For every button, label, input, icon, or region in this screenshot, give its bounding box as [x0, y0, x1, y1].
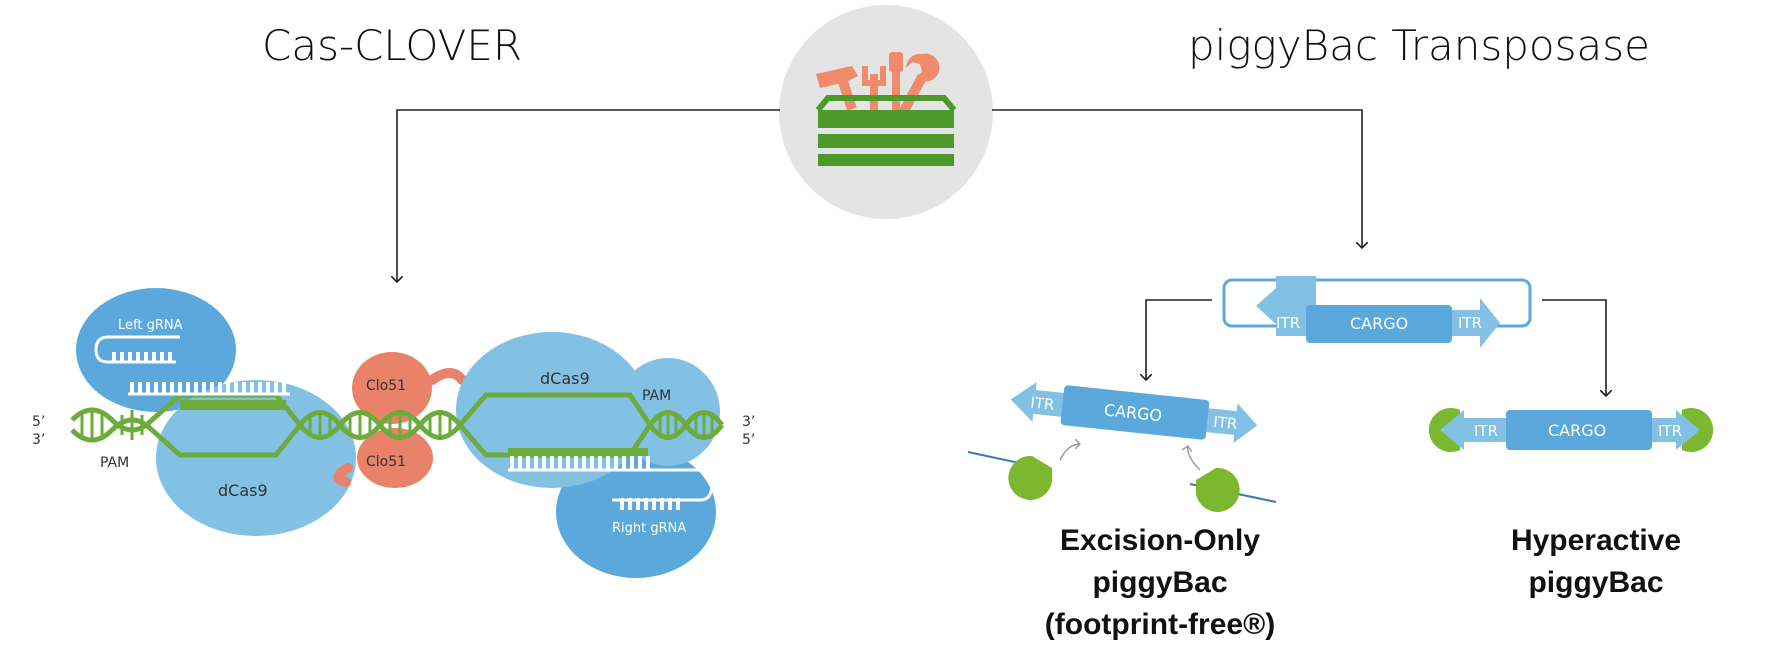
- arrow-to-piggybac: [992, 109, 1362, 248]
- dcas9-left-label: dCas9: [218, 481, 268, 500]
- top-cargo-label: CARGO: [1350, 314, 1408, 333]
- top-cargo-box: [1306, 305, 1452, 343]
- dcas9-right-label: dCas9: [540, 369, 590, 388]
- strand-left-5-label: 5’: [32, 414, 45, 430]
- excision-label-line-2: piggyBac: [1092, 566, 1227, 599]
- clo51-bottom-blob: [357, 428, 433, 488]
- hammer-icon: [816, 66, 858, 111]
- top-itr-right-arrow: [1452, 298, 1500, 348]
- wrench-icon: [899, 53, 940, 115]
- excision-label-line-3: (footprint-free®): [1045, 608, 1275, 641]
- left-grna-blob: [76, 288, 236, 412]
- top-itr-left-arrow: [1256, 276, 1316, 336]
- hyper-itr-left-arrow: [1440, 410, 1510, 450]
- arrow-to-excision: [1146, 299, 1212, 380]
- pam-right-label: PAM: [642, 388, 671, 404]
- strand-right-5-label: 5’: [742, 432, 755, 448]
- cas-clover-illustration: Left gRNA Right gRNA dCas9 dCas9 Clo51 C…: [32, 288, 755, 578]
- hyper-cargo-label: CARGO: [1548, 421, 1606, 440]
- hyper-itr-right-arrow: [1652, 410, 1700, 450]
- hyperactive-label-line-1: Hyperactive: [1511, 524, 1681, 557]
- excision-cargo-box: [1060, 385, 1210, 440]
- hyper-itr-right-label: ITR: [1658, 422, 1682, 440]
- excision-itr-right-label: ITR: [1212, 413, 1238, 433]
- right-grna-green-comb: [508, 448, 648, 456]
- dna-rungs: [80, 410, 714, 440]
- left-grna-label: Left gRNA: [118, 318, 183, 333]
- piggybac-plasmid: ITR CARGO ITR: [1222, 276, 1532, 348]
- arrow-to-hyperactive: [1542, 299, 1606, 396]
- excision-itr-left-label: ITR: [1030, 394, 1056, 414]
- pacman-enzyme-icon: [1196, 467, 1240, 512]
- right-grna-label: Right gRNA: [612, 521, 686, 536]
- right-grna-strand: [508, 468, 714, 502]
- clo51-bottom-label: Clo51: [366, 454, 406, 470]
- left-grna-teeth: [112, 352, 286, 394]
- pam-left-label: PAM: [100, 455, 129, 471]
- excision-label-line-1: Excision-Only: [1060, 524, 1260, 557]
- right-grna-teeth: [510, 456, 680, 510]
- excision-itr-left-arrow: [1010, 382, 1072, 422]
- hyper-itr-left-label: ITR: [1474, 422, 1498, 440]
- screwdriver-icon: [862, 52, 903, 110]
- pacman-enzyme-icon: [1008, 455, 1052, 500]
- hyperactive-label-line-2: piggyBac: [1528, 566, 1663, 599]
- toolbox-icon: [779, 5, 993, 219]
- excision-only-illustration: ITR CARGO ITR Excision-Only piggyBac (fo…: [967, 382, 1277, 641]
- clo51-top-label: Clo51: [366, 378, 406, 394]
- strand-right-3-label: 3’: [742, 414, 755, 430]
- top-itr-left-label: ITR: [1276, 314, 1300, 332]
- dna-helix: [70, 392, 725, 458]
- clo51-top-blob: [352, 352, 432, 424]
- top-itr-right-label: ITR: [1458, 314, 1482, 332]
- hyper-cargo-box: [1506, 410, 1652, 450]
- title-piggybac-transposase: piggyBac Transposase: [1188, 21, 1650, 70]
- hyperactive-illustration: ITR CARGO ITR Hyperactive piggyBac: [1428, 408, 1714, 599]
- strand-left-3-label: 3’: [32, 432, 45, 448]
- excision-itr-right-arrow: [1206, 403, 1258, 443]
- title-cas-clover: Cas-CLOVER: [262, 21, 522, 70]
- left-grna-green-comb: [180, 400, 286, 410]
- arrow-to-cas-clover: [397, 109, 780, 282]
